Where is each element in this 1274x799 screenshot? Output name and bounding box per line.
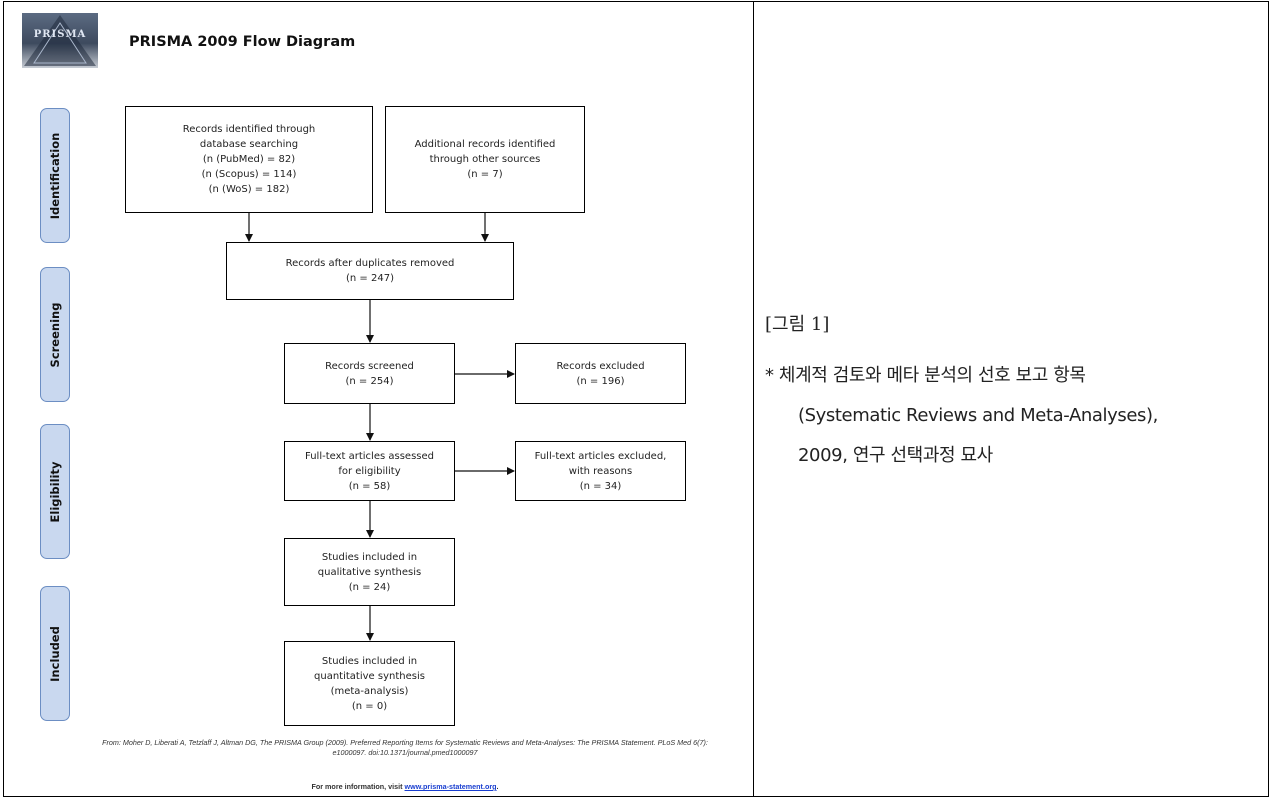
figure-note: * 체계적 검토와 메타 분석의 선호 보고 항목 (Systematic Re… (765, 356, 1270, 476)
box-text: Records after duplicates removed (n = 24… (285, 258, 455, 284)
box-records-excluded: Records excluded (n = 196) (515, 343, 686, 404)
prisma-website-link[interactable]: www.prisma-statement.org (404, 782, 497, 791)
box-fulltext-excluded: Full-text articles excluded, with reason… (515, 441, 686, 501)
citation: From: Moher D, Liberati A, Tetzlaff J, A… (102, 738, 708, 757)
box-text: Studies included in quantitative synthes… (314, 655, 425, 712)
box-text: Full-text articles excluded, with reason… (534, 450, 667, 492)
box-quantitative-synthesis: Studies included in quantitative synthes… (284, 641, 455, 726)
more-info-prefix: For more information, visit (311, 782, 405, 791)
diagram-title: PRISMA 2009 Flow Diagram (129, 34, 356, 50)
box-qualitative-synthesis: Studies included in qualitative synthesi… (284, 538, 455, 606)
column-divider (753, 1, 754, 797)
more-info-suffix: . (496, 782, 499, 791)
box-additional-records: Additional records identified through ot… (385, 106, 585, 213)
box-text: Studies included in qualitative synthesi… (317, 551, 422, 593)
box-text: Records screened (n = 254) (325, 360, 414, 387)
phase-screening: Screening (40, 267, 70, 402)
phase-identification: Identification (40, 108, 70, 243)
box-fulltext-assessed: Full-text articles assessed for eligibil… (284, 441, 455, 501)
note-line: (Systematic Reviews and Meta-Analyses), (798, 405, 1158, 426)
box-records-screened: Records screened (n = 254) (284, 343, 455, 404)
phase-eligibility: Eligibility (40, 424, 70, 559)
note-line: * 체계적 검토와 메타 분석의 선호 보고 항목 (765, 365, 1086, 386)
table-frame (3, 1, 1269, 797)
box-text: Records identified through database sear… (182, 124, 316, 195)
phase-included: Included (40, 586, 70, 721)
more-info: For more information, visit www.prisma-s… (85, 782, 725, 791)
prisma-logo: PRISMA (22, 13, 98, 68)
box-after-duplicates: Records after duplicates removed (n = 24… (226, 242, 514, 300)
note-line: 2009, 연구 선택과정 묘사 (798, 445, 993, 466)
box-text: Additional records identified through ot… (414, 139, 556, 180)
figure-label: [그림 1] (765, 314, 830, 335)
logo-text: PRISMA (33, 29, 87, 40)
box-text: Records excluded (n = 196) (556, 360, 645, 387)
box-records-identified: Records identified through database sear… (125, 106, 373, 213)
box-text: Full-text articles assessed for eligibil… (305, 450, 434, 492)
